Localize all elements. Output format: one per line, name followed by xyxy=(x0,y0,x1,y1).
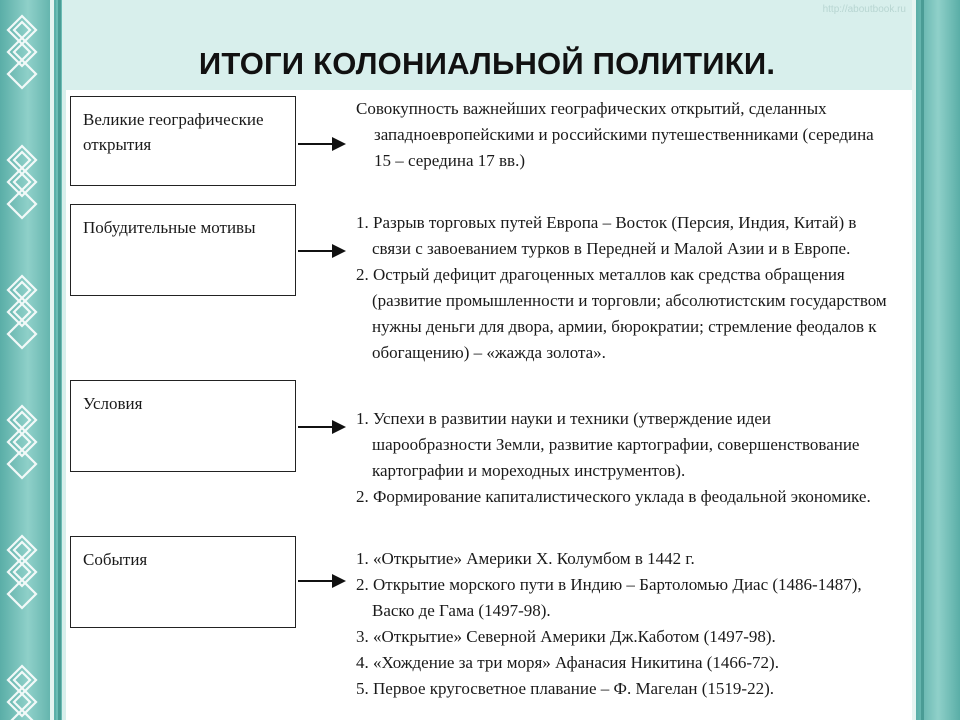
desc-events: 1. «Открытие» Америки Х. Колумбом в 1442… xyxy=(356,546,916,702)
left-rail-dark xyxy=(58,0,61,720)
desc-line: 2. Формирование капиталистического уклад… xyxy=(356,487,871,506)
label-box-events: События xyxy=(70,536,296,628)
desc-line: нужны деньги для двора, армии, бюрократи… xyxy=(372,317,877,336)
arrow-right-icon xyxy=(298,137,346,151)
desc-line: обогащению) – «жажда золота». xyxy=(372,343,606,362)
arrow-right-icon xyxy=(298,574,346,588)
slide-panel: http://aboutbook.ru ИТОГИ КОЛОНИАЛЬНОЙ П… xyxy=(62,0,912,720)
desc-conditions: 1. Успехи в развитии науки и техники (ут… xyxy=(356,406,916,510)
ornament-pattern-left xyxy=(6,14,38,720)
label-line: Великие географические xyxy=(83,110,264,129)
label-line: События xyxy=(83,550,148,569)
arrow-right-icon xyxy=(298,420,346,434)
document-image: Великие географические открытия Совокупн… xyxy=(66,90,912,720)
desc-line: 4. «Хождение за три моря» Афанасия Никит… xyxy=(356,653,779,672)
label-line: Условия xyxy=(83,394,143,413)
desc-line: Васко де Гама (1497-98). xyxy=(372,601,551,620)
desc-line: 1. Разрыв торговых путей Европа – Восток… xyxy=(356,213,857,232)
desc-line: шарообразности Земли, развитие картограф… xyxy=(372,435,860,454)
desc-line: (развитие промышленности и торговли; абс… xyxy=(372,291,887,310)
desc-discoveries: Совокупность важнейших географических от… xyxy=(356,96,916,174)
desc-line: западноевропейскими и российскими путеше… xyxy=(374,125,874,144)
desc-line: 1. «Открытие» Америки Х. Колумбом в 1442… xyxy=(356,549,695,568)
right-rail-light xyxy=(912,0,916,720)
desc-line: 15 – середина 17 вв.) xyxy=(374,151,525,170)
desc-line: связи с завоеванием турков в Передней и … xyxy=(372,239,851,258)
label-box-conditions: Условия xyxy=(70,380,296,472)
arrow-right-icon xyxy=(298,244,346,258)
desc-line: 2. Острый дефицит драгоценных металлов к… xyxy=(356,265,845,284)
desc-line: 2. Открытие морского пути в Индию – Барт… xyxy=(356,575,862,594)
left-decorative-border xyxy=(0,0,56,720)
desc-line: 3. «Открытие» Северной Америки Дж.Кабото… xyxy=(356,627,776,646)
desc-line: картографии и мореходных инструментов). xyxy=(372,461,686,480)
left-rail-light xyxy=(50,0,54,720)
desc-line: Совокупность важнейших географических от… xyxy=(356,99,827,118)
desc-line: 5. Первое кругосветное плавание – Ф. Маг… xyxy=(356,679,775,698)
desc-line: 1. Успехи в развитии науки и техники (ут… xyxy=(356,409,772,428)
label-box-motives: Побудительные мотивы xyxy=(70,204,296,296)
right-rail-dark xyxy=(921,0,924,720)
label-box-discoveries: Великие географические открытия xyxy=(70,96,296,186)
desc-motives: 1. Разрыв торговых путей Европа – Восток… xyxy=(356,210,916,366)
slide-title: ИТОГИ КОЛОНИАЛЬНОЙ ПОЛИТИКИ. xyxy=(198,46,776,81)
watermark-url: http://aboutbook.ru xyxy=(822,4,906,15)
label-line: открытия xyxy=(83,135,152,154)
label-line: Побудительные мотивы xyxy=(83,218,256,237)
